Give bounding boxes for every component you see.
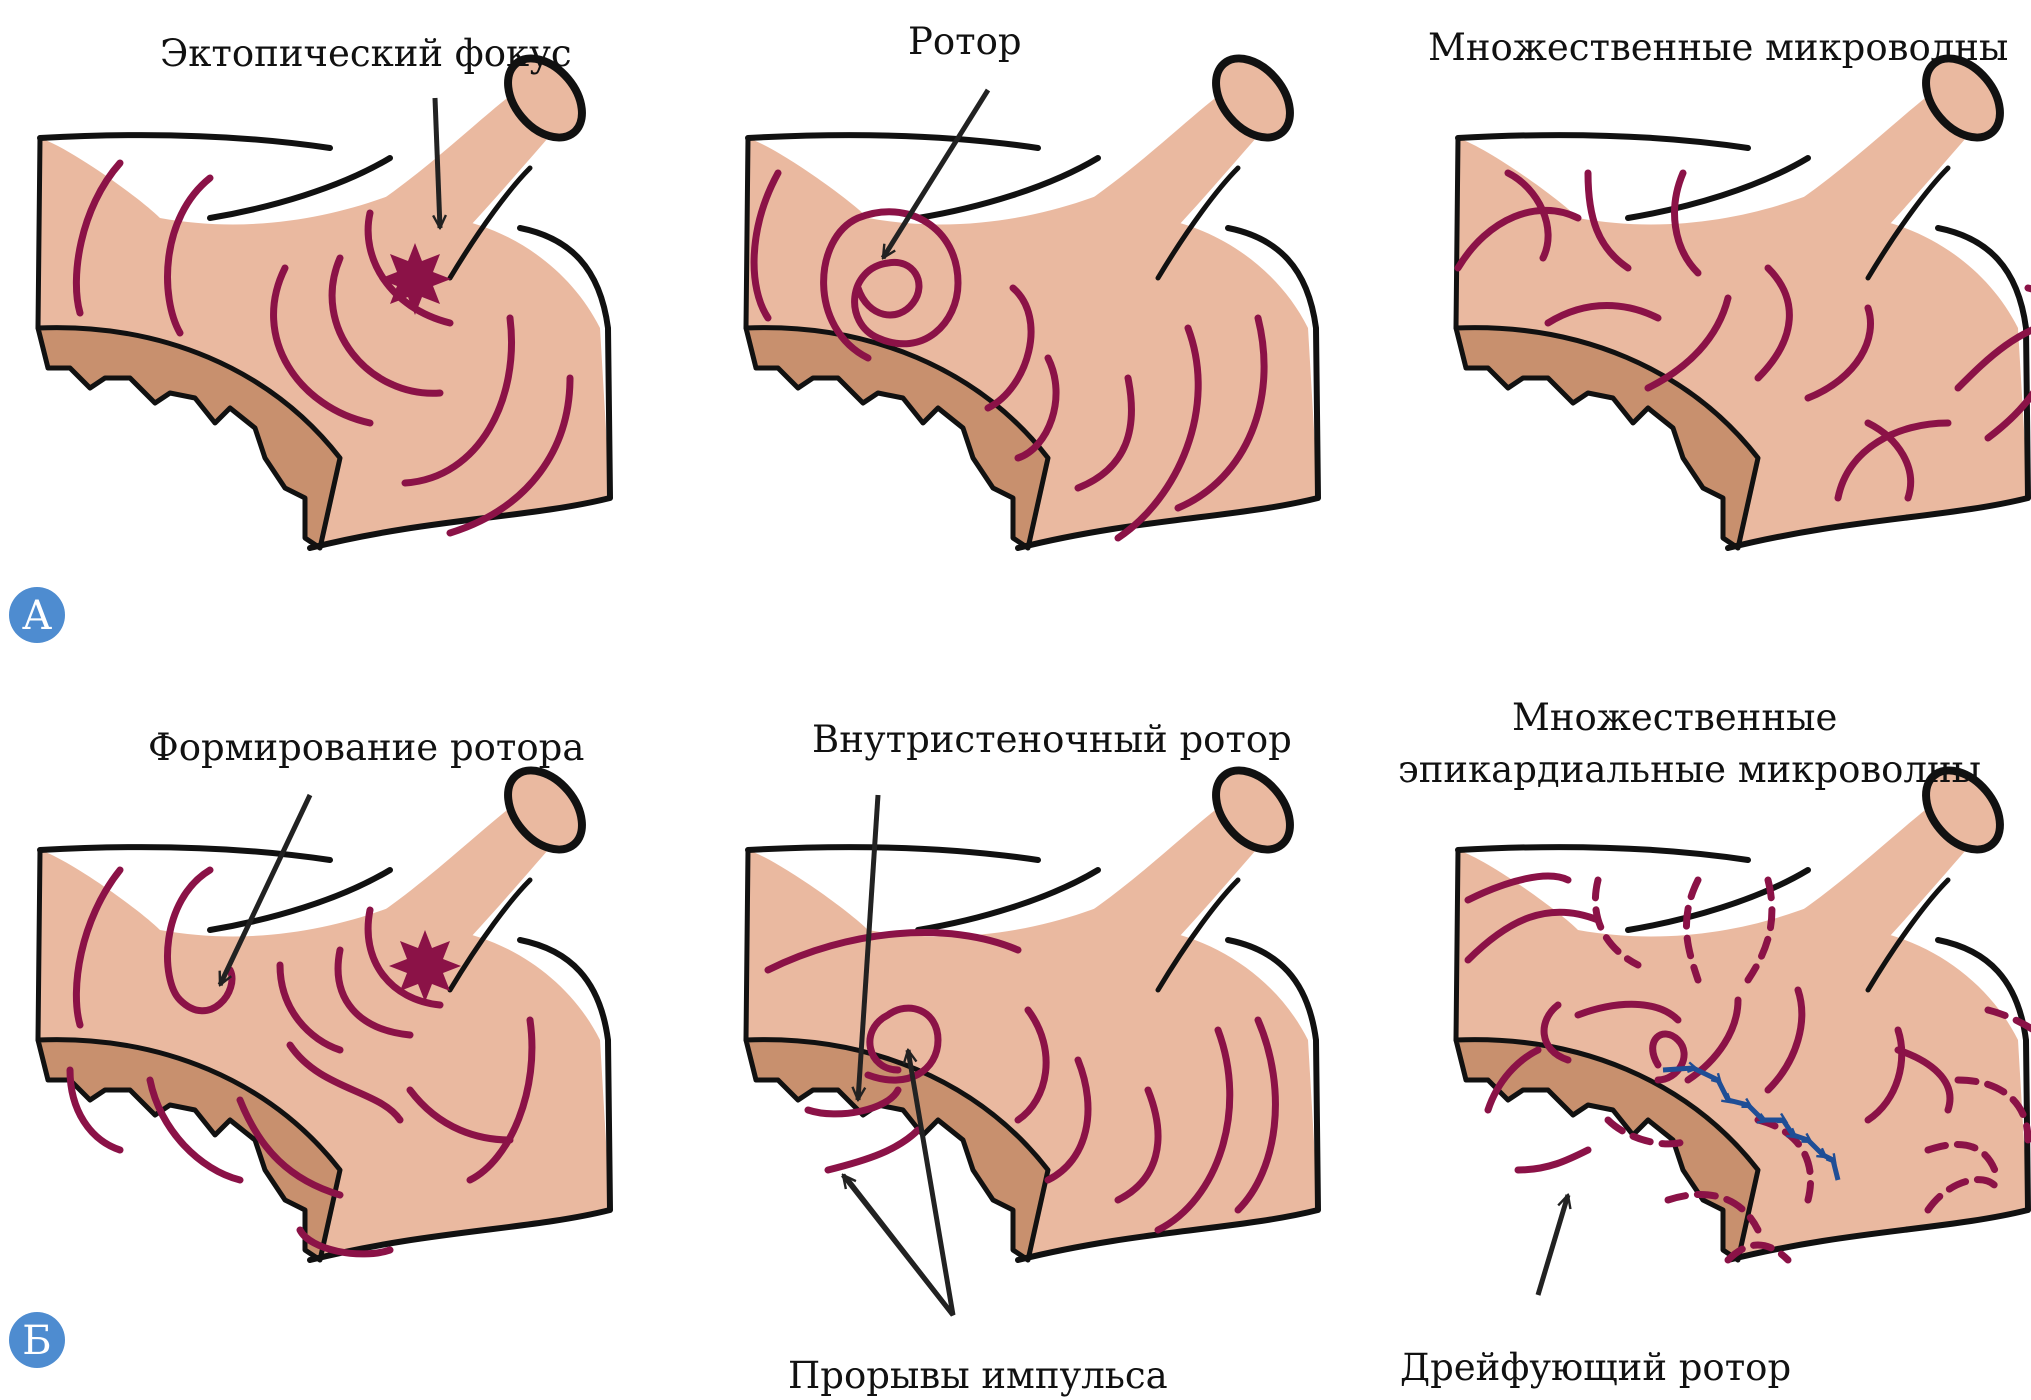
- ectopic-focus-star-icon: [389, 930, 461, 1002]
- vein-tube: [1078, 88, 1278, 268]
- tissue-cut-section: [35, 325, 343, 551]
- label-intramural-rotor: Внутристеночный ротор: [812, 718, 1292, 761]
- tissue-outline: [745, 844, 1321, 1263]
- vein-opening: [1212, 54, 1294, 142]
- vein-opening: [1922, 766, 2004, 854]
- vein-tube: [1788, 88, 1988, 268]
- label-multiple-wavelets: Множественные микроволны: [1428, 26, 2008, 69]
- tissue-edge: [1453, 847, 1951, 1043]
- vein-tube: [1788, 800, 1988, 980]
- label-ectopic-focus: Эктопический фокус: [160, 32, 572, 75]
- label-rotor: Ротор: [908, 20, 1022, 63]
- tissue-outline: [1455, 844, 2031, 1263]
- drifting-rotor-path: [1662, 1068, 1841, 1181]
- ectopic-focus-star-icon: [379, 243, 451, 315]
- atrial-tissue-block: [35, 766, 613, 1263]
- badge-row-b: Б: [9, 1312, 65, 1368]
- panel-intramural-rotor: [743, 766, 1321, 1317]
- svg-text:А: А: [22, 593, 52, 639]
- panel-rotor-formation: [35, 766, 613, 1263]
- vein-opening: [1212, 766, 1294, 854]
- label-rotor-formation: Формирование ротора: [148, 726, 584, 769]
- tissue-outline: [37, 132, 613, 551]
- activation-wavefronts: [750, 169, 1268, 542]
- vein-tube: [370, 800, 570, 980]
- label-epicardial-wavelets-line2: эпикардиальные микроволны: [1398, 748, 1981, 791]
- tissue-outline: [745, 132, 1321, 551]
- arrow-rotor: [880, 88, 991, 258]
- atrial-tissue-block: [35, 54, 613, 551]
- panel-multiple-wavelets: [1453, 54, 2031, 551]
- tissue-outline: [37, 844, 613, 1263]
- atrial-tissue-block: [743, 54, 1321, 551]
- arrow-impulse-breakthrough-1: [841, 1175, 955, 1317]
- vein-tube: [370, 88, 570, 268]
- atrial-tissue-block: [743, 766, 1321, 1263]
- tissue-edge: [35, 847, 533, 1043]
- svg-text:Б: Б: [22, 1318, 51, 1364]
- tissue-edge: [743, 847, 1241, 1043]
- tissue-cut-section: [1453, 325, 1761, 551]
- activation-wavefronts: [1454, 169, 2031, 502]
- activation-wavefronts: [72, 159, 574, 537]
- vein-opening: [504, 766, 586, 854]
- activation-wavefronts: [66, 866, 536, 1258]
- vein-opening: [504, 54, 586, 142]
- atrial-tissue-block: [1453, 766, 2031, 1263]
- arrow-drifting-rotor: [1535, 1195, 1568, 1296]
- tissue-edge: [1453, 135, 1951, 331]
- arrow-ectopic-focus: [435, 97, 440, 228]
- panel-epicardial-wavelets: [1453, 766, 2031, 1296]
- badge-row-a: А: [9, 587, 65, 643]
- vein-tube: [1078, 800, 1278, 980]
- panel-rotor: [743, 54, 1321, 551]
- arrow-intramural-rotor: [858, 794, 881, 1100]
- label-epicardial-wavelets-line1: Множественные: [1512, 696, 1837, 739]
- tissue-edge: [743, 135, 1241, 331]
- vein-opening: [1922, 54, 2004, 142]
- arrow-rotor-formation: [217, 793, 313, 985]
- label-drifting-rotor: Дрейфующий ротор: [1400, 1346, 1791, 1389]
- activation-wavefronts: [764, 929, 1279, 1234]
- atrial-tissue-block: [1453, 54, 2031, 551]
- tissue-edge: [35, 135, 533, 331]
- panel-ectopic-focus: [35, 54, 613, 551]
- tissue-outline: [1455, 132, 2031, 551]
- label-impulse-breakthroughs: Прорывы импульса: [788, 1354, 1168, 1397]
